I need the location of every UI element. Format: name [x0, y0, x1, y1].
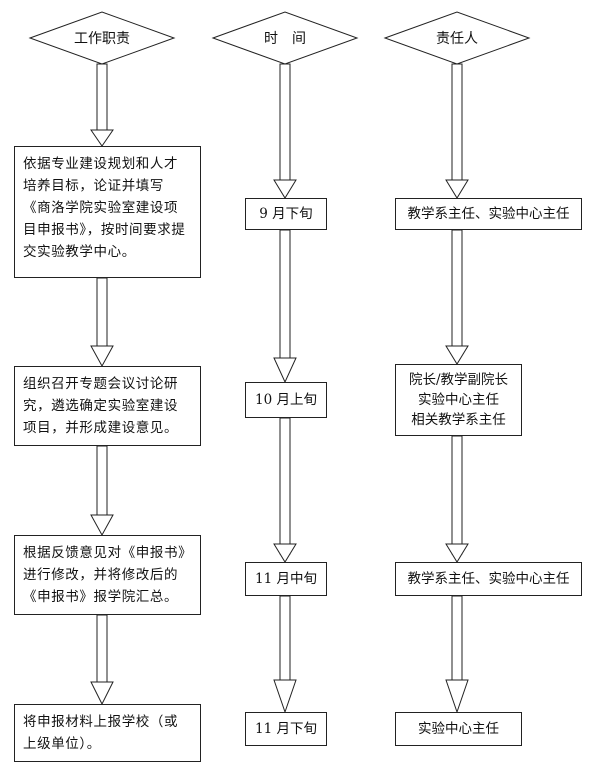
person-arrow-4: [445, 595, 469, 714]
person-arrow-1: [445, 63, 469, 199]
time-arrow-3: [273, 417, 297, 563]
person-box-4: 实验中心主任: [395, 712, 522, 746]
time-header-label: 时 间: [264, 31, 306, 47]
duty-box-2: 组织召开专题会议讨论研究，遴选确定实验室建设项目，并形成建设意见。: [14, 366, 201, 446]
time-arrow-1: [273, 63, 297, 199]
person-header-label: 责任人: [436, 31, 478, 47]
duty-header-label: 工作职责: [74, 31, 130, 47]
time-box-1: 9 月下旬: [245, 198, 327, 230]
person-box-2: 院长/教学副院长 实验中心主任 相关教学系主任: [395, 364, 522, 436]
duty-arrow-1: [90, 63, 114, 147]
time-box-4: 11 月下旬: [245, 712, 327, 746]
person-header-diamond: [383, 11, 531, 65]
time-arrow-2: [273, 229, 297, 384]
time-arrow-4: [273, 595, 297, 714]
time-box-2: 10 月上旬: [245, 382, 327, 418]
person-arrow-3: [445, 435, 469, 563]
time-box-3: 11 月中旬: [245, 562, 327, 596]
person-box-1: 教学系主任、实验中心主任: [395, 198, 582, 230]
person-box-3: 教学系主任、实验中心主任: [395, 562, 582, 596]
duty-box-3: 根据反馈意见对《申报书》进行修改，并将修改后的《申报书》报学院汇总。: [14, 535, 201, 615]
duty-arrow-4: [90, 614, 114, 706]
duty-header-diamond: [28, 11, 176, 65]
duty-box-4: 将申报材料上报学校（或上级单位）。: [14, 704, 201, 762]
duty-box-1: 依据专业建设规划和人才培养目标，论证并填写《商洛学院实验室建设项目申报书》，按时…: [14, 146, 201, 278]
duty-arrow-3: [90, 445, 114, 537]
person-arrow-2: [445, 229, 469, 365]
duty-arrow-2: [90, 277, 114, 368]
time-header-diamond: [211, 11, 359, 65]
